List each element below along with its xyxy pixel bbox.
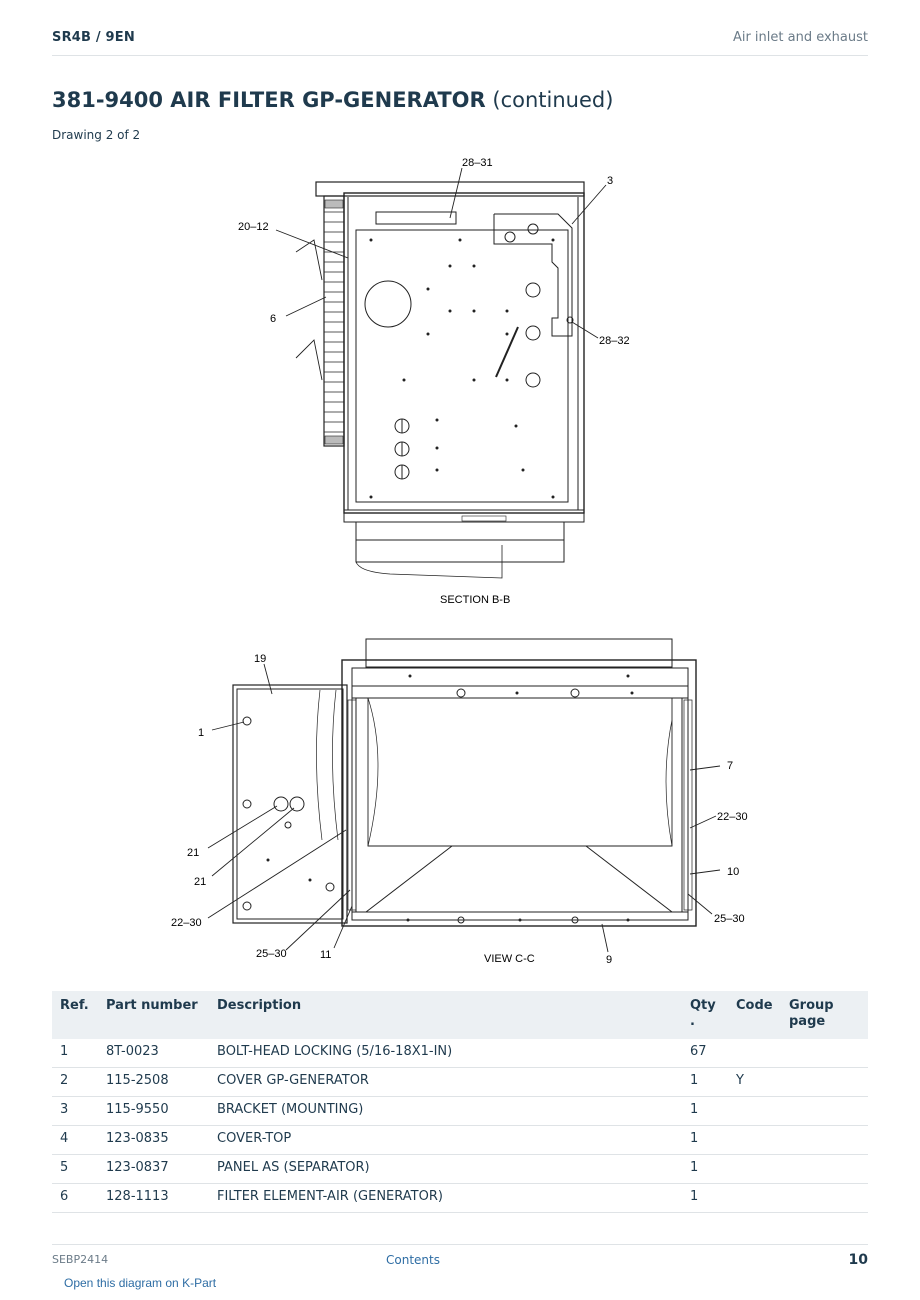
callout-22-30-left: 22–30 (171, 917, 202, 929)
view-cc-callouts: 19 1 7 22–30 21 21 10 22–30 25–30 25–30 … (171, 653, 748, 966)
footer-divider (52, 1244, 868, 1245)
callout-19: 19 (254, 653, 266, 665)
col-header-group-page: Group page (781, 991, 868, 1039)
callout-21-lower: 21 (194, 876, 206, 888)
col-header-part-number: Part number (98, 991, 209, 1039)
cell-part-number: 8T-0023 (98, 1039, 209, 1068)
callout-20-12: 20–12 (238, 221, 269, 233)
header-divider (52, 55, 868, 56)
cell-code (728, 1096, 781, 1126)
cell-part-number: 123-0837 (98, 1154, 209, 1184)
drawing-subtitle: Drawing 2 of 2 (52, 128, 141, 142)
open-in-kpart-link[interactable]: Open this diagram on K-Part (64, 1276, 217, 1290)
callout-22-30-right: 22–30 (717, 811, 748, 823)
cell-part-number: 115-9550 (98, 1096, 209, 1126)
cell-group-page (781, 1096, 868, 1126)
cell-group-page (781, 1183, 868, 1213)
cell-part-number: 123-0835 (98, 1125, 209, 1155)
cell-description: PANEL AS (SEPARATOR) (209, 1154, 682, 1184)
callout-11: 11 (320, 949, 331, 961)
cell-ref: 3 (52, 1096, 98, 1126)
callout-9: 9 (606, 954, 612, 966)
table-header-row: Ref. Part number Description Qty . Code … (52, 991, 868, 1039)
callout-28-31: 28–31 (462, 157, 493, 169)
callout-6: 6 (270, 313, 276, 325)
table-row: 4 123-0835 COVER-TOP 1 (52, 1125, 868, 1155)
parts-diagram: 28–31 3 20–12 6 28–32 SECTION B-B (171, 157, 748, 966)
col-header-ref: Ref. (52, 991, 98, 1039)
cell-code: Y (728, 1067, 781, 1097)
callout-28-32: 28–32 (599, 335, 630, 347)
cell-code (728, 1183, 781, 1213)
cell-description: COVER GP-GENERATOR (209, 1067, 682, 1097)
cell-ref: 1 (52, 1039, 98, 1068)
cell-ref: 4 (52, 1125, 98, 1155)
cell-group-page (781, 1125, 868, 1155)
title-suffix: (continued) (492, 88, 614, 112)
section-bb-drawing (315, 181, 585, 579)
cell-part-number: 128-1113 (98, 1183, 209, 1213)
page-title: 381-9400 AIR FILTER GP-GENERATOR (contin… (52, 88, 613, 112)
cell-qty: 1 (682, 1125, 728, 1155)
section-bb-leaders (275, 167, 607, 381)
cell-code (728, 1154, 781, 1184)
col-header-code: Code (728, 991, 781, 1039)
cell-description: BOLT-HEAD LOCKING (5/16-18X1-IN) (209, 1039, 682, 1068)
cell-group-page (781, 1154, 868, 1184)
table-row: 3 115-9550 BRACKET (MOUNTING) 1 (52, 1096, 868, 1126)
table-row: 5 123-0837 PANEL AS (SEPARATOR) 1 (52, 1154, 868, 1184)
cell-ref: 5 (52, 1154, 98, 1184)
cell-qty: 67 (682, 1039, 728, 1068)
cell-description: COVER-TOP (209, 1125, 682, 1155)
cell-description: BRACKET (MOUNTING) (209, 1096, 682, 1126)
cell-qty: 1 (682, 1183, 728, 1213)
callout-1: 1 (198, 727, 204, 739)
header-section: Air inlet and exhaust (732, 30, 868, 45)
callout-25-30-right: 25–30 (714, 913, 745, 925)
footer-doc-id: SEBP2414 (52, 1253, 109, 1266)
cell-ref: 6 (52, 1183, 98, 1213)
view-cc-leaders (207, 663, 721, 953)
contents-link[interactable]: Contents (386, 1253, 440, 1267)
parts-table: Ref. Part number Description Qty . Code … (52, 991, 868, 1213)
cell-qty: 1 (682, 1067, 728, 1097)
cell-description: FILTER ELEMENT-AIR (GENERATOR) (209, 1183, 682, 1213)
cell-qty: 1 (682, 1154, 728, 1184)
header-model: SR4B / 9EN (52, 30, 135, 45)
page-number: 10 (848, 1252, 868, 1268)
callout-21-upper: 21 (187, 847, 199, 859)
cell-group-page (781, 1067, 868, 1097)
cell-qty: 1 (682, 1096, 728, 1126)
title-part-number: 381-9400 AIR FILTER GP-GENERATOR (52, 88, 486, 112)
view-cc-label: VIEW C-C (484, 953, 535, 965)
cell-group-page (781, 1039, 868, 1068)
cell-code (728, 1039, 781, 1068)
callout-10: 10 (727, 866, 739, 878)
table-row: 6 128-1113 FILTER ELEMENT-AIR (GENERATOR… (52, 1183, 868, 1213)
cell-ref: 2 (52, 1067, 98, 1097)
view-cc-drawing (232, 638, 697, 927)
callout-25-30-left: 25–30 (256, 948, 287, 960)
cell-part-number: 115-2508 (98, 1067, 209, 1097)
callout-7: 7 (727, 760, 733, 772)
callout-3: 3 (607, 175, 613, 187)
table-row: 2 115-2508 COVER GP-GENERATOR 1 Y (52, 1067, 868, 1097)
section-bb-callouts: 28–31 3 20–12 6 28–32 SECTION B-B (238, 157, 630, 606)
table-row: 1 8T-0023 BOLT-HEAD LOCKING (5/16-18X1-I… (52, 1039, 868, 1068)
col-header-qty: Qty . (682, 991, 728, 1039)
cell-code (728, 1125, 781, 1155)
section-bb-label: SECTION B-B (440, 594, 510, 606)
col-header-description: Description (209, 991, 682, 1039)
